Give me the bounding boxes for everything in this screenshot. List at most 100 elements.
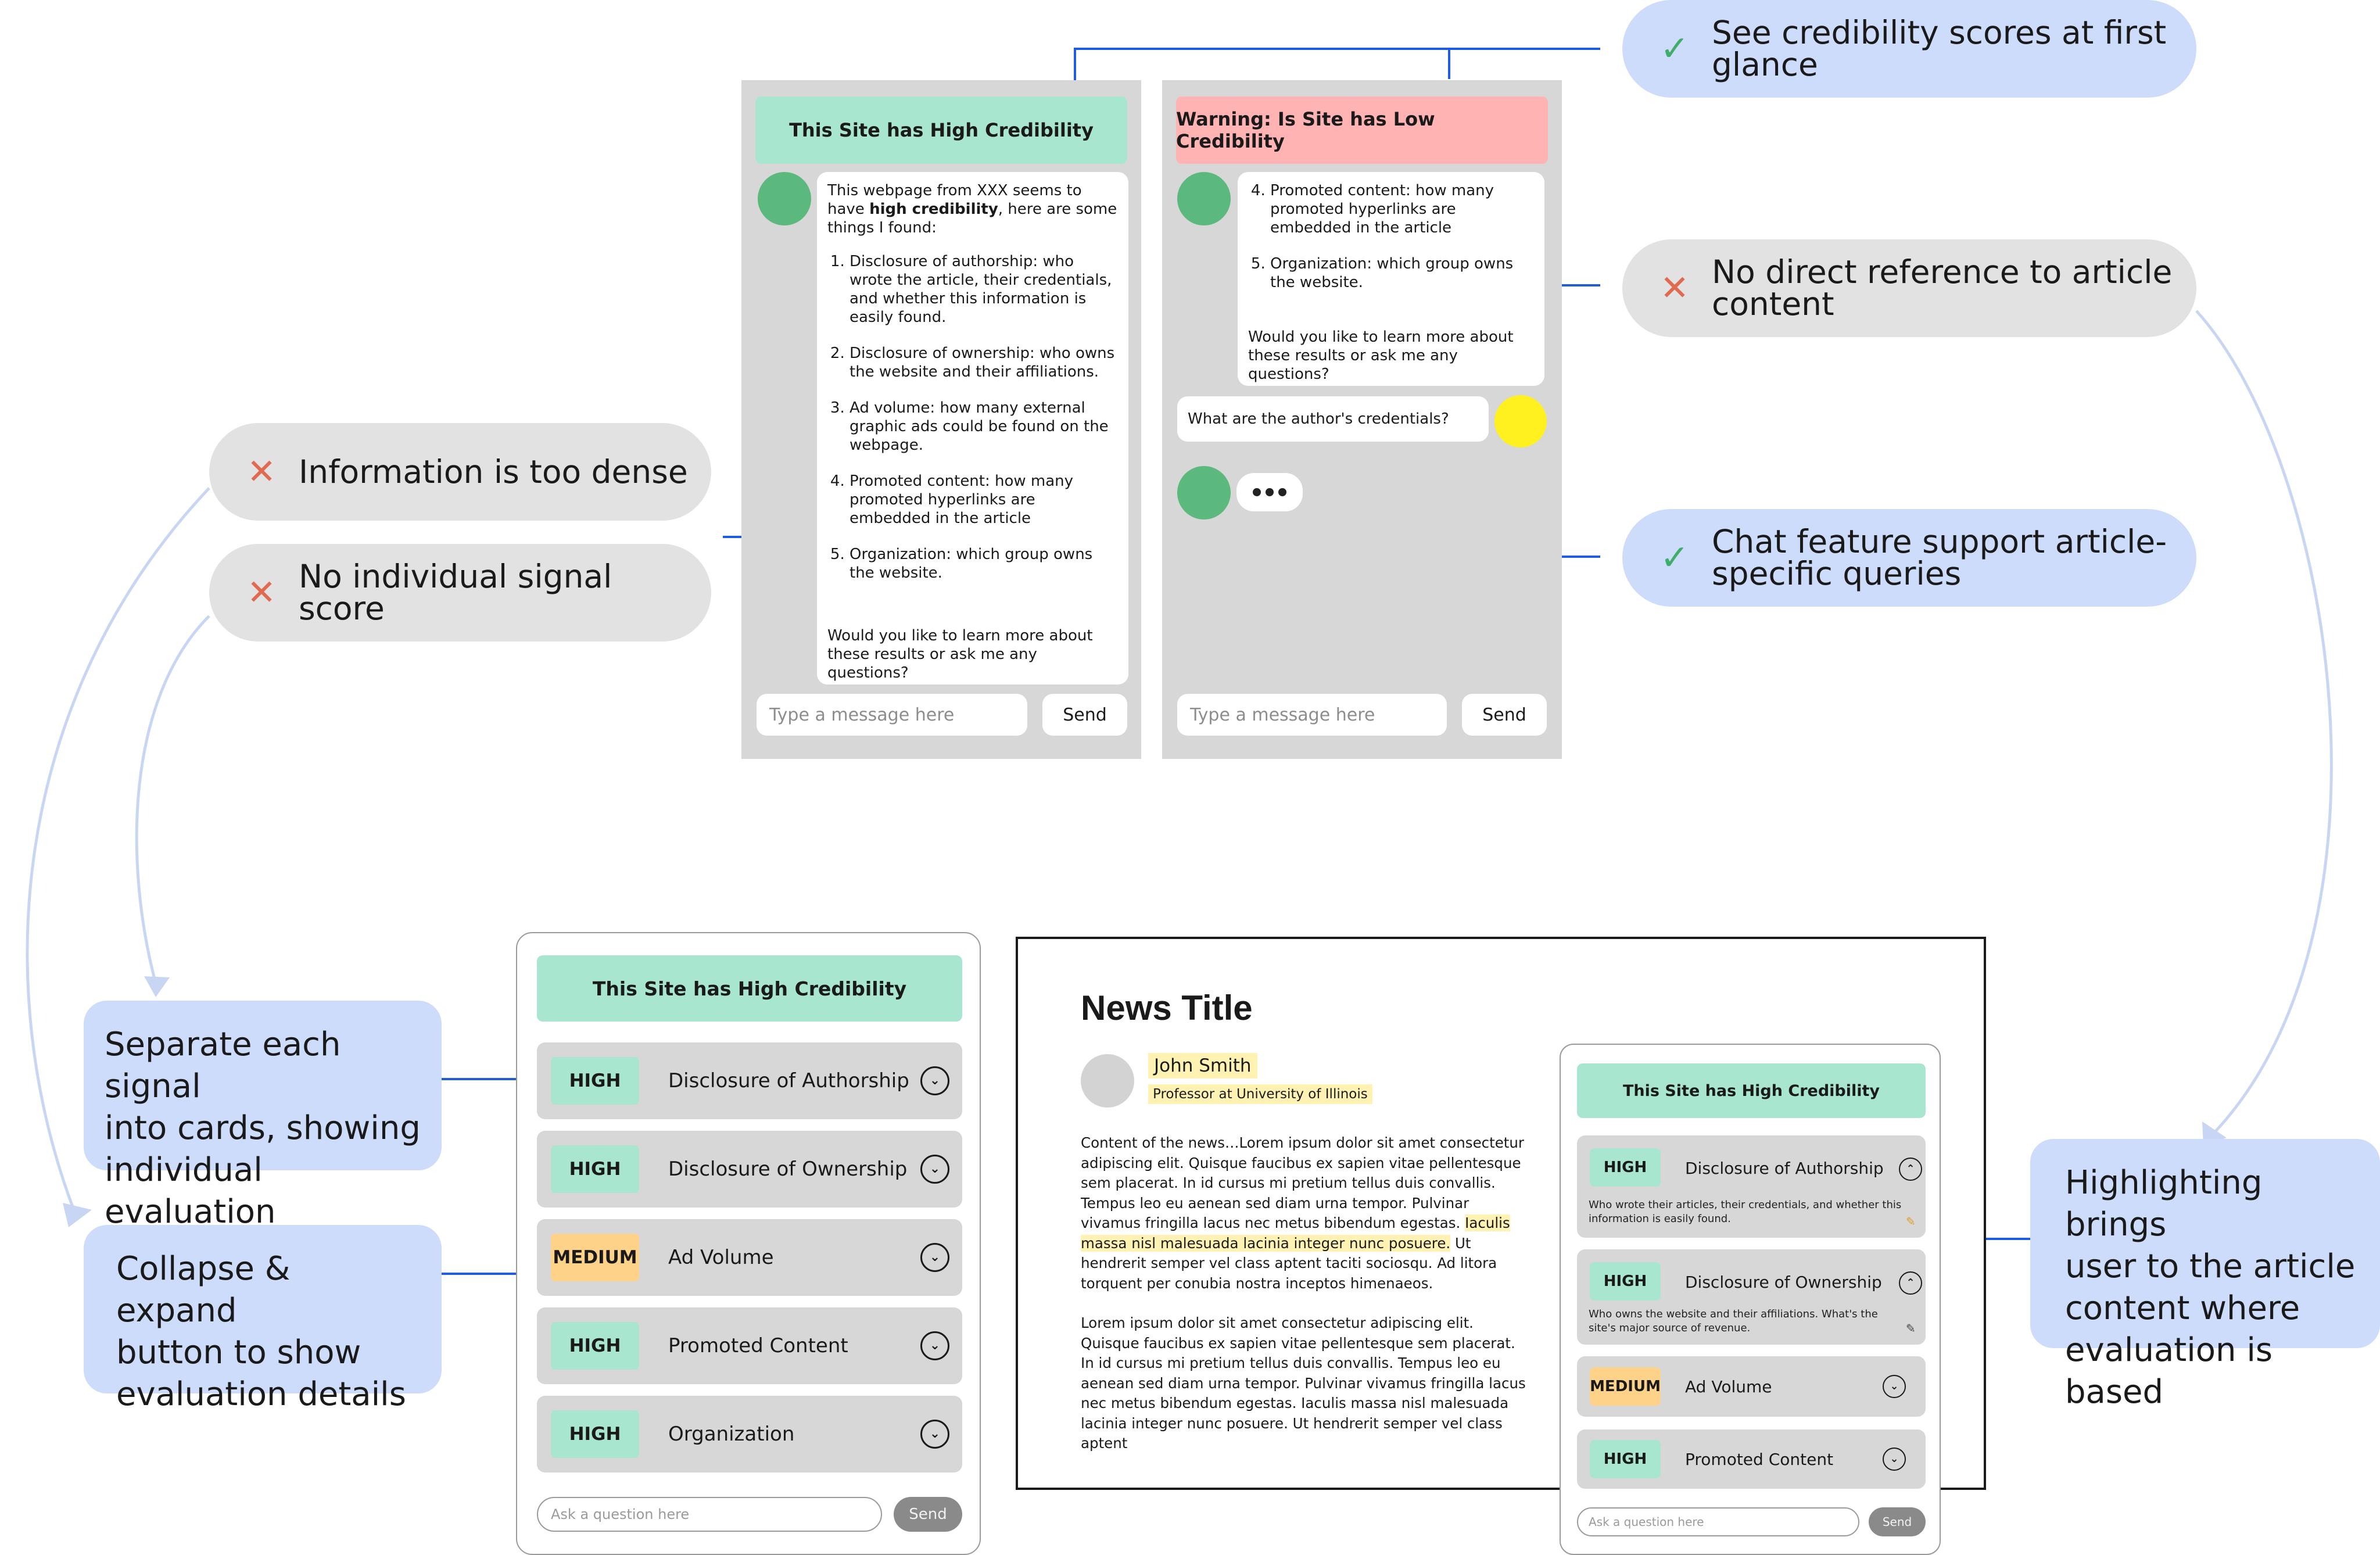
message-input[interactable]: Type a message here xyxy=(1177,694,1447,736)
note-separate-cards: Separate each signal into cards, showing… xyxy=(84,1001,442,1231)
arrow-no-direct-ref xyxy=(2195,310,2333,1134)
chevron-down-icon[interactable]: ⌄ xyxy=(920,1420,949,1449)
signal-label: Promoted Content xyxy=(668,1334,848,1357)
signal-label: Disclosure of Ownership xyxy=(668,1158,908,1181)
signal-label: Ad Volume xyxy=(1685,1377,1772,1396)
signal-card-expanded[interactable]: HIGH Disclosure of Authorship ⌃ Who wrot… xyxy=(1577,1135,1926,1238)
typing-indicator-icon xyxy=(1236,473,1303,511)
signal-label: Disclosure of Authorship xyxy=(668,1069,909,1092)
list-item: Disclosure of ownership: who owns the we… xyxy=(850,344,1118,381)
bot-followup-bubble: Would you like to learn more about these… xyxy=(817,617,1128,682)
cross-icon: ✕ xyxy=(246,452,277,492)
list-item: Promoted content: how many promoted hype… xyxy=(850,472,1118,528)
chevron-down-icon[interactable]: ⌄ xyxy=(920,1155,949,1184)
arrowhead xyxy=(63,1203,92,1227)
author-name: John Smith xyxy=(1148,1053,1257,1079)
annotation-see-scores: ✓ See credibility scores at first glance xyxy=(1622,0,2196,98)
annotation-text: Chat feature support article- specific q… xyxy=(1712,523,2167,592)
chat-panel-high: This Site has High Credibility This webp… xyxy=(741,80,1141,759)
signal-description: Who owns the website and their affiliati… xyxy=(1589,1308,1878,1334)
signal-label: Disclosure of Ownership xyxy=(1685,1273,1882,1292)
question-input[interactable]: Ask a question here xyxy=(537,1497,882,1532)
message-input[interactable]: Type a message here xyxy=(757,694,1027,736)
chevron-down-icon[interactable]: ⌄ xyxy=(1883,1375,1906,1398)
level-badge: HIGH xyxy=(551,1145,639,1193)
signal-label: Organization xyxy=(668,1423,795,1446)
signal-label: Disclosure of Authorship xyxy=(1685,1159,1884,1178)
annotation-text: No individual signal score xyxy=(299,558,612,627)
signal-label: Ad Volume xyxy=(668,1246,774,1269)
chevron-down-icon[interactable]: ⌄ xyxy=(1883,1447,1906,1471)
arrowhead xyxy=(144,976,170,997)
highlight-pen-icon[interactable]: ✎ xyxy=(1906,1321,1916,1335)
article-paragraph: Lorem ipsum dolor sit amet consectetur a… xyxy=(1081,1314,1526,1452)
signal-card-expanded[interactable]: HIGH Disclosure of Ownership ⌃ Who owns … xyxy=(1577,1249,1926,1345)
bot-message-bubble: This webpage from XXX seems to have high… xyxy=(817,172,1128,685)
credibility-side-panel: This Site has High Credibility HIGH Disc… xyxy=(1560,1044,1941,1555)
send-button[interactable]: Send xyxy=(1869,1507,1926,1536)
signal-card[interactable]: HIGH Promoted Content ⌄ xyxy=(1577,1429,1926,1489)
credibility-banner-low: Warning: Is Site has Low Credibility xyxy=(1176,96,1548,164)
author-avatar xyxy=(1081,1054,1134,1108)
signal-card[interactable]: HIGH Disclosure of Authorship ⌄ xyxy=(537,1042,962,1119)
list-item: Disclosure of authorship: who wrote the … xyxy=(850,252,1118,327)
cross-icon: ✕ xyxy=(1659,268,1690,309)
send-button[interactable]: Send xyxy=(1042,694,1127,736)
chevron-up-icon[interactable]: ⌃ xyxy=(1899,1271,1922,1295)
bot-avatar xyxy=(1177,172,1231,225)
arrow-no-signal-score xyxy=(135,615,210,988)
user-avatar xyxy=(1494,395,1547,447)
chevron-down-icon[interactable]: ⌄ xyxy=(920,1331,949,1360)
level-badge: HIGH xyxy=(1590,1148,1661,1187)
cross-icon: ✕ xyxy=(246,572,277,613)
check-icon: ✓ xyxy=(1659,28,1690,69)
credibility-banner-high: This Site has High Credibility xyxy=(755,96,1127,164)
list-item: Ad volume: how many external graphic ads… xyxy=(850,399,1118,454)
level-badge: MEDIUM xyxy=(1590,1367,1661,1406)
send-button[interactable]: Send xyxy=(1462,694,1547,736)
signal-card-panel: This Site has High Credibility HIGH Disc… xyxy=(516,932,981,1555)
highlight-pen-icon[interactable]: ✎ xyxy=(1906,1214,1916,1228)
credibility-banner: This Site has High Credibility xyxy=(1577,1063,1926,1118)
annotation-text: See credibility scores at first glance xyxy=(1712,14,2167,83)
check-icon: ✓ xyxy=(1659,538,1690,578)
level-badge: HIGH xyxy=(551,1322,639,1370)
list-item: Organization: which group owns the websi… xyxy=(850,545,1118,582)
note-collapse-expand: Collapse & expand button to show evaluat… xyxy=(84,1225,442,1413)
question-input[interactable]: Ask a question here xyxy=(1577,1507,1859,1536)
annotation-no-direct-ref: ✕ No direct reference to article content xyxy=(1622,239,2196,337)
signal-list: Disclosure of authorship: who wrote the … xyxy=(827,252,1118,582)
annotation-chat-support: ✓ Chat feature support article- specific… xyxy=(1622,509,2196,607)
chevron-up-icon[interactable]: ⌃ xyxy=(1899,1158,1922,1181)
credibility-banner: This Site has High Credibility xyxy=(537,955,962,1022)
bot-avatar xyxy=(1177,466,1231,519)
user-message-bubble: What are the author's credentials? xyxy=(1177,396,1489,442)
note-highlighting: Highlighting brings user to the article … xyxy=(2030,1139,2380,1411)
chevron-down-icon[interactable]: ⌄ xyxy=(920,1066,949,1095)
list-item: Promoted content: how many promoted hype… xyxy=(1270,181,1534,237)
chat-panel-low: Warning: Is Site has Low Credibility Pro… xyxy=(1162,80,1562,759)
article-body: Content of the news…Lorem ipsum dolor si… xyxy=(1081,1133,1528,1454)
annotation-too-dense: ✕ Information is too dense xyxy=(209,423,711,521)
page-title: News Title xyxy=(1081,988,1253,1027)
bot-followup-bubble: Would you like to learn more about these… xyxy=(1238,318,1544,383)
signal-card[interactable]: HIGH Organization ⌄ xyxy=(537,1396,962,1472)
signal-card[interactable]: HIGH Disclosure of Ownership ⌄ xyxy=(537,1131,962,1208)
signal-label: Promoted Content xyxy=(1685,1449,1834,1469)
author-affiliation: Professor at University of Illinois xyxy=(1148,1084,1372,1104)
signal-card[interactable]: HIGH Promoted Content ⌄ xyxy=(537,1307,962,1384)
level-badge: HIGH xyxy=(1590,1440,1661,1478)
annotation-text: No direct reference to article content xyxy=(1712,253,2173,323)
send-button[interactable]: Send xyxy=(894,1497,962,1532)
level-badge: MEDIUM xyxy=(551,1234,639,1281)
article-paragraph: Content of the news…Lorem ipsum dolor si… xyxy=(1081,1134,1524,1292)
level-badge: HIGH xyxy=(1590,1262,1661,1300)
signal-description: Who wrote their articles, their credenti… xyxy=(1589,1199,1902,1225)
signal-card[interactable]: MEDIUM Ad Volume ⌄ xyxy=(1577,1356,1926,1417)
level-badge: HIGH xyxy=(551,1410,639,1458)
chevron-down-icon[interactable]: ⌄ xyxy=(920,1243,949,1272)
signal-list: Promoted content: how many promoted hype… xyxy=(1248,181,1534,292)
list-item: Organization: which group owns the websi… xyxy=(1270,255,1534,292)
signal-card[interactable]: MEDIUM Ad Volume ⌄ xyxy=(537,1219,962,1296)
bot-intro-text: This webpage from XXX seems to have high… xyxy=(827,182,1117,237)
